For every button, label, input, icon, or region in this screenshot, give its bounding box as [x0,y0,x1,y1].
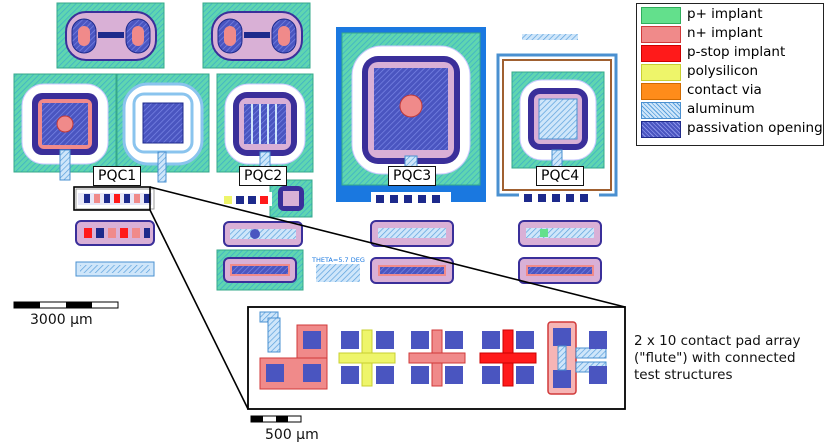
pqc3-flute-1 [371,192,451,206]
pqc2-label: PQC2 [239,166,288,186]
pqc2-flute-1 [222,192,272,206]
pqc1-label: PQC1 [93,166,142,186]
pqc3-flute-3 [370,257,454,284]
pqc1-mos [116,73,210,183]
theta-test-chip: THETA=5.7 DEG [311,250,365,286]
pqc4-flute-3 [518,257,602,284]
top-structure-2 [202,2,311,69]
pqc3-flute-2 [370,220,454,247]
scale-bar-zoom [250,415,302,423]
pqc2-main [216,73,314,183]
pqc1-diode [13,73,117,181]
legend-label: passivation opening [687,120,823,136]
legend-swatch [641,102,681,119]
legend: p+ implant n+ implant p-stop implant pol… [636,3,824,146]
legend-swatch [641,45,681,62]
legend-label: contact via [687,82,762,98]
legend-label: polysilicon [687,63,759,79]
scale-label-main: 3000 μm [30,312,93,328]
pqc3-label: PQC3 [388,166,437,186]
zoom-poly-cross [338,329,396,387]
legend-label: n+ implant [687,25,763,41]
pqc2-flute-2 [223,221,303,247]
scale-bar-main [13,301,119,309]
zoom-panel [247,306,626,410]
legend-swatch [641,7,681,24]
legend-label: p-stop implant [687,44,786,60]
zoom-pstop-cross [479,329,537,387]
zoom-caption-line-1: 2 x 10 contact pad array [634,333,801,349]
zoom-nplus-cross [408,329,466,387]
legend-label: p+ implant [687,6,763,22]
legend-swatch [641,83,681,100]
pqc2-flute-3 [216,249,304,291]
zoom-diode-structure [259,324,328,390]
zoom-caption: 2 x 10 contact pad array ("flute") with … [634,333,801,384]
pqc2-side-chip [269,179,313,218]
legend-swatch [641,121,681,138]
zoom-caption-line-2: ("flute") with connected [634,350,796,366]
zoom-resistor-pair [547,321,607,395]
zoom-source-box [73,186,151,211]
pqc3-main [336,27,486,202]
pqc4-main [496,53,618,197]
pqc4-flute-1 [519,191,599,205]
legend-label: aluminum [687,101,755,117]
pqc1-flute-3 [75,261,155,277]
zoom-line-top [149,186,626,308]
scale-label-zoom: 500 μm [265,427,319,443]
pqc4-flute-2 [518,220,602,247]
top-structure-1 [56,2,165,69]
pqc4-top-strip [520,33,580,41]
theta-label: THETA=5.7 DEG [311,256,365,264]
pqc1-flute-1 [75,188,155,210]
legend-swatch [641,26,681,43]
zoom-line-bottom [149,209,249,410]
legend-swatch [641,64,681,81]
zoom-caption-line-3: test structures [634,367,733,383]
pqc1-flute-2 [75,220,155,246]
pqc4-label: PQC4 [536,166,585,186]
